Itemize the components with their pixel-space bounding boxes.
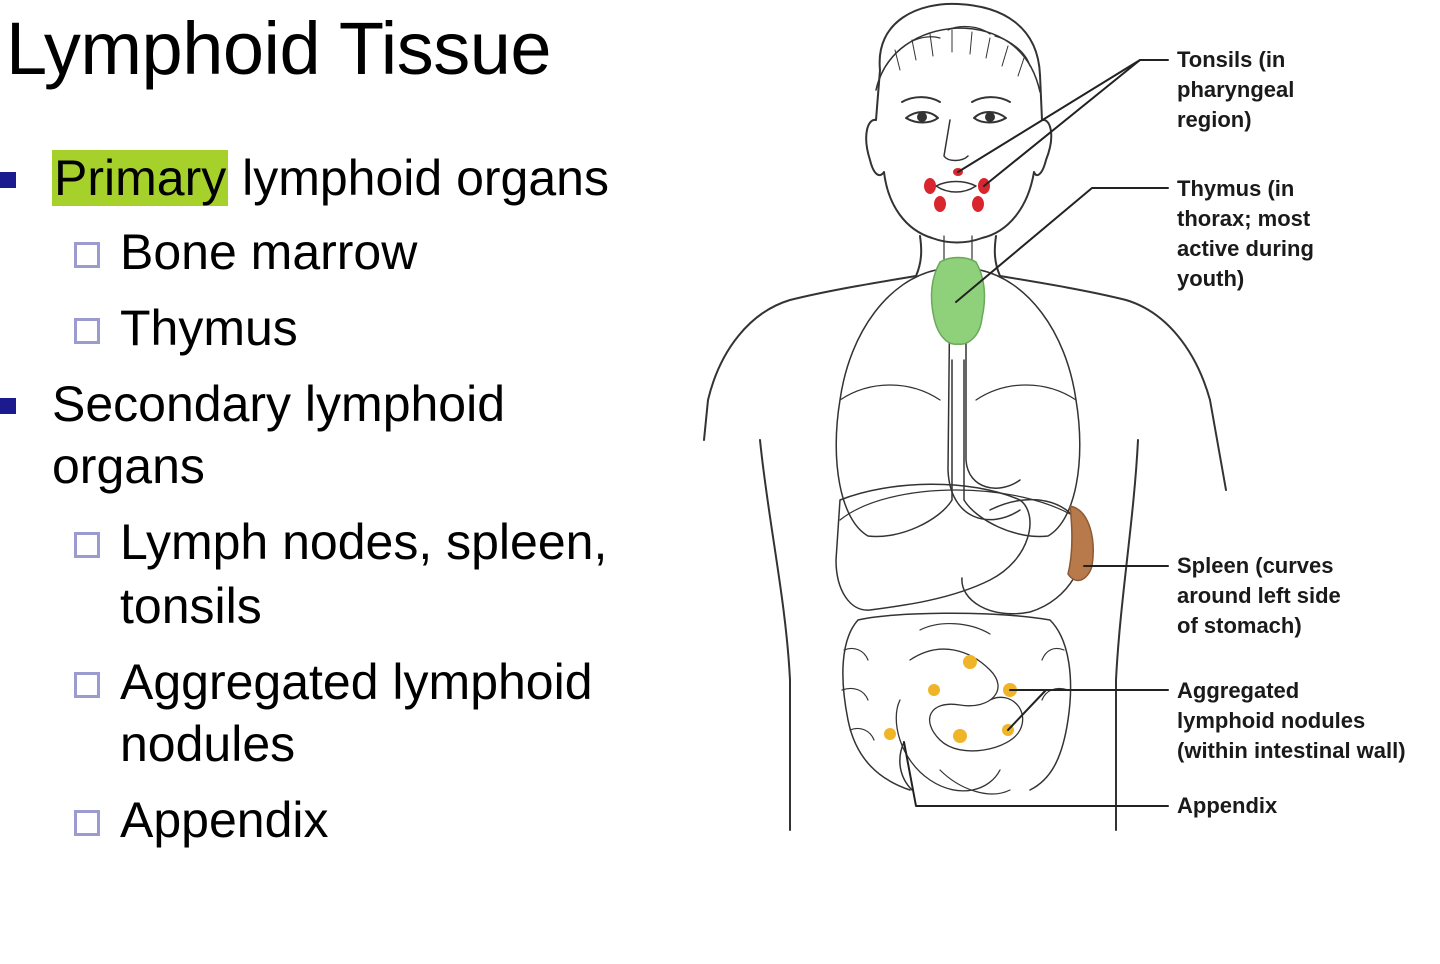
eyebrow-left [901, 96, 941, 103]
checkbox-bullet-icon [74, 242, 100, 268]
checkbox-bullet-icon [74, 318, 100, 344]
large-intestine [842, 612, 1072, 791]
small-intestine [895, 648, 1024, 792]
left-lung [835, 269, 953, 538]
bullet-primary-rest: lymphoid organs [228, 150, 609, 206]
callout-tonsils: Tonsils (in pharyngeal region) [1177, 47, 1295, 132]
esophagus [947, 279, 1021, 521]
callout-thymus: Thymus (in thorax; most active during yo… [1177, 176, 1314, 291]
lymphoid-nodules [884, 655, 1017, 743]
eyebrow-right [971, 96, 1011, 103]
subbullet-text-line2: nodules [120, 716, 296, 772]
appendix-organ [899, 741, 913, 791]
callout-aggregated-nodules: Aggregated lymphoid nodules (within inte… [1177, 678, 1406, 763]
callout-appendix: Appendix [1177, 793, 1278, 818]
eye-right-icon [973, 111, 1007, 124]
slide-title: Lymphoid Tissue [6, 7, 552, 90]
nose [943, 119, 969, 162]
subbullet-text-line1: Lymph nodes, spleen, [120, 514, 608, 570]
hair-icon [875, 27, 1041, 93]
bullet-secondary-line2: organs [52, 438, 205, 494]
liver [835, 483, 1031, 611]
head-outline [865, 2, 1053, 244]
subbullet-text: Bone marrow [120, 224, 418, 280]
subbullet-text-line1: Aggregated lymphoid [120, 654, 593, 710]
torso-side-left [759, 439, 791, 831]
bullet-primary-text: Primary lymphoid organs [52, 146, 609, 210]
subbullet-text: Appendix [120, 792, 329, 848]
right-lung [963, 269, 1081, 538]
spleen-organ [1067, 505, 1094, 582]
checkbox-bullet-icon [74, 672, 100, 698]
lymphoid-organs-figure: Tonsils (in pharyngeal region) Thymus (i… [690, 0, 1440, 959]
bullet-square-icon [0, 172, 16, 188]
eye-left-icon [905, 111, 939, 124]
body-illustration [703, 2, 1227, 831]
leader-lines [903, 59, 1169, 807]
callout-spleen: Spleen (curves around left side of stoma… [1177, 553, 1341, 638]
torso-side-right [1115, 439, 1139, 831]
subbullet-text-line2: tonsils [120, 578, 262, 634]
neck [915, 235, 1001, 277]
checkbox-bullet-icon [74, 532, 100, 558]
torso-outline [703, 275, 1227, 491]
tonsils-organs [924, 168, 990, 212]
subbullet-text: Thymus [120, 300, 298, 356]
highlighted-word: Primary [52, 150, 229, 206]
bullet-secondary-line1: Secondary lymphoid [52, 376, 506, 432]
mouth [935, 180, 977, 193]
bullet-square-icon [0, 398, 16, 414]
checkbox-bullet-icon [74, 810, 100, 836]
